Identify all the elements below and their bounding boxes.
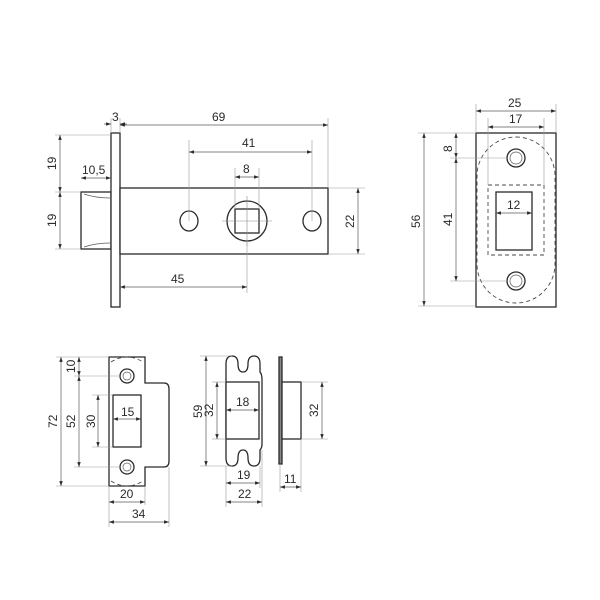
front-case-outline [476, 136, 556, 304]
dim-strike-opening-height: 30 [84, 414, 98, 428]
latch-bolt [80, 191, 112, 250]
dim-box-overall-height: 59 [191, 404, 205, 418]
front-bolt-outline [487, 184, 545, 256]
dim-lower-half-height: 19 [45, 213, 59, 227]
dim-box-overall-width: 22 [238, 487, 252, 501]
latch-faceplate [110, 132, 121, 308]
dim-strike-overall-height: 72 [46, 414, 60, 428]
dim-bolt-width: 12 [507, 198, 521, 212]
dim-faceplate-height: 56 [409, 214, 423, 228]
dim-box-width: 18 [236, 395, 250, 409]
strike-box-side-view: 32 11 [278, 356, 328, 492]
latch-side-view: 3 69 41 8 22 45 19 19 10,5 [45, 110, 365, 308]
dim-box-height: 32 [202, 403, 216, 417]
dim-strike-overall-width: 34 [132, 507, 146, 521]
dim-top-to-hole: 8 [441, 145, 455, 152]
dim-fixing-hole-spacing: 41 [242, 136, 256, 150]
strike-box-cavity [225, 381, 260, 440]
dim-faceplate-thickness: 3 [112, 110, 119, 124]
dim-hole-span-width: 17 [509, 112, 523, 126]
latch-front-view: 25 17 12 56 8 41 [409, 96, 557, 308]
strike-box-front-view: 59 32 18 19 22 [191, 355, 263, 507]
dim-strike-hole-spacing: 52 [64, 414, 78, 428]
dim-bolt-projection: 10,5 [82, 163, 106, 177]
dim-strike-plate-width: 20 [120, 487, 134, 501]
front-bolt-opening [495, 191, 533, 251]
dim-body-height: 22 [343, 214, 357, 228]
dim-box-inner-width: 19 [237, 468, 251, 482]
dim-body-length: 69 [212, 110, 226, 124]
side-box [281, 381, 302, 440]
dim-side-box-height: 32 [307, 403, 321, 417]
dim-faceplate-width: 25 [508, 96, 522, 110]
dim-strike-top-to-hole: 10 [64, 359, 78, 373]
strike-plate-view: 72 10 52 30 15 20 34 [46, 356, 170, 527]
dim-strike-opening-width: 15 [121, 405, 135, 419]
strike-opening [112, 394, 142, 448]
dim-spindle-square: 8 [243, 162, 250, 176]
dim-upper-half-height: 19 [45, 156, 59, 170]
dim-backset: 45 [171, 272, 185, 286]
dim-front-hole-spacing: 41 [441, 212, 455, 226]
dim-side-box-depth: 11 [284, 472, 297, 486]
